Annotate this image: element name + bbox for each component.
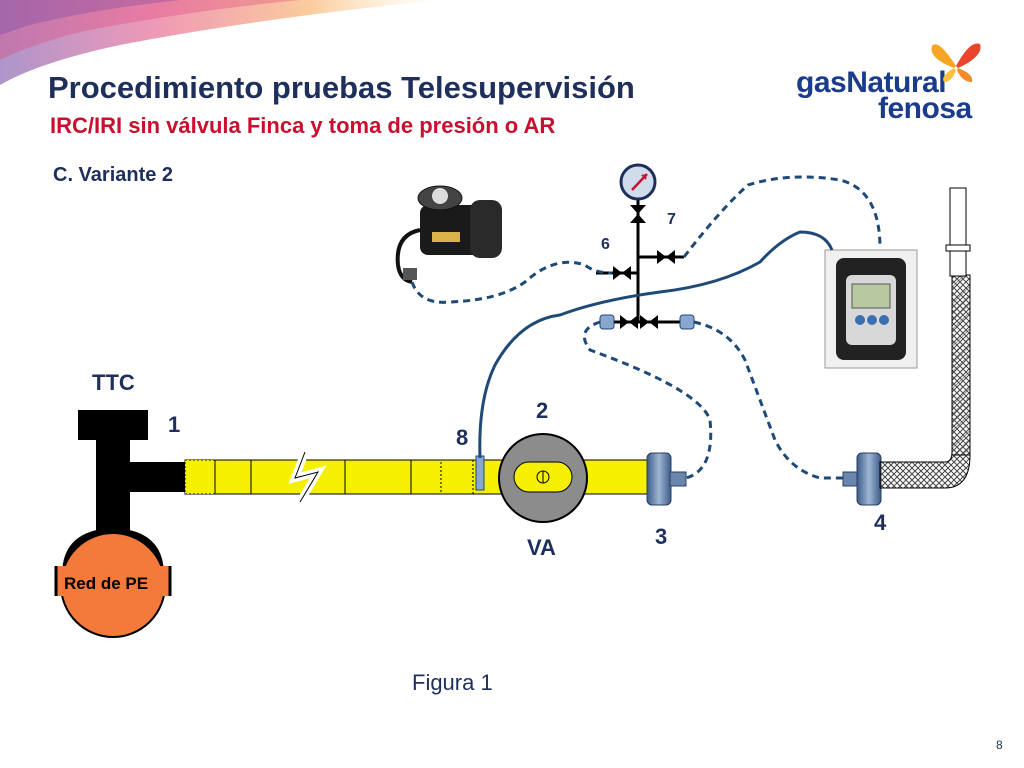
ttc-tee-fitting: [78, 410, 218, 538]
butterfly-logo-icon: [931, 43, 981, 82]
slide-title: Procedimiento pruebas Telesupervisión: [48, 70, 635, 105]
label-4: 4: [874, 510, 887, 535]
section-heading: C. Variante 2: [53, 164, 174, 186]
label-va: VA: [527, 535, 556, 560]
hoses: [410, 175, 882, 480]
label-8: 8: [456, 425, 469, 450]
riser-pipe: [879, 187, 971, 489]
manifold-valves: [613, 205, 675, 329]
end-cap-3: [646, 452, 687, 506]
label-1: 1: [168, 412, 181, 437]
corner-swirl-decoration: [0, 0, 440, 85]
label-6: 6: [601, 236, 610, 253]
figure-caption: Figura 1: [412, 670, 493, 695]
logo-text-line2: fenosa: [878, 92, 972, 125]
label-red-de-pe: Red de PE: [64, 574, 149, 593]
pe-network: [54, 528, 172, 638]
slide-subtitle: IRC/IRI sin válvula Finca y toma de pres…: [50, 113, 556, 138]
label-2: 2: [536, 398, 549, 423]
valve-va: [498, 433, 588, 523]
hose-connectors: [599, 314, 695, 330]
page-number: 8: [996, 738, 1003, 752]
end-cap-4: [842, 452, 882, 506]
label-3: 3: [655, 524, 668, 549]
data-logger-device: [824, 249, 918, 369]
port-8: [475, 455, 485, 491]
label-ttc: TTC: [92, 370, 135, 395]
air-compressor: [395, 185, 502, 284]
logo-text-line1: gasNatural: [796, 66, 947, 99]
label-7: 7: [667, 211, 676, 228]
pressure-gauge-icon: [619, 163, 657, 201]
